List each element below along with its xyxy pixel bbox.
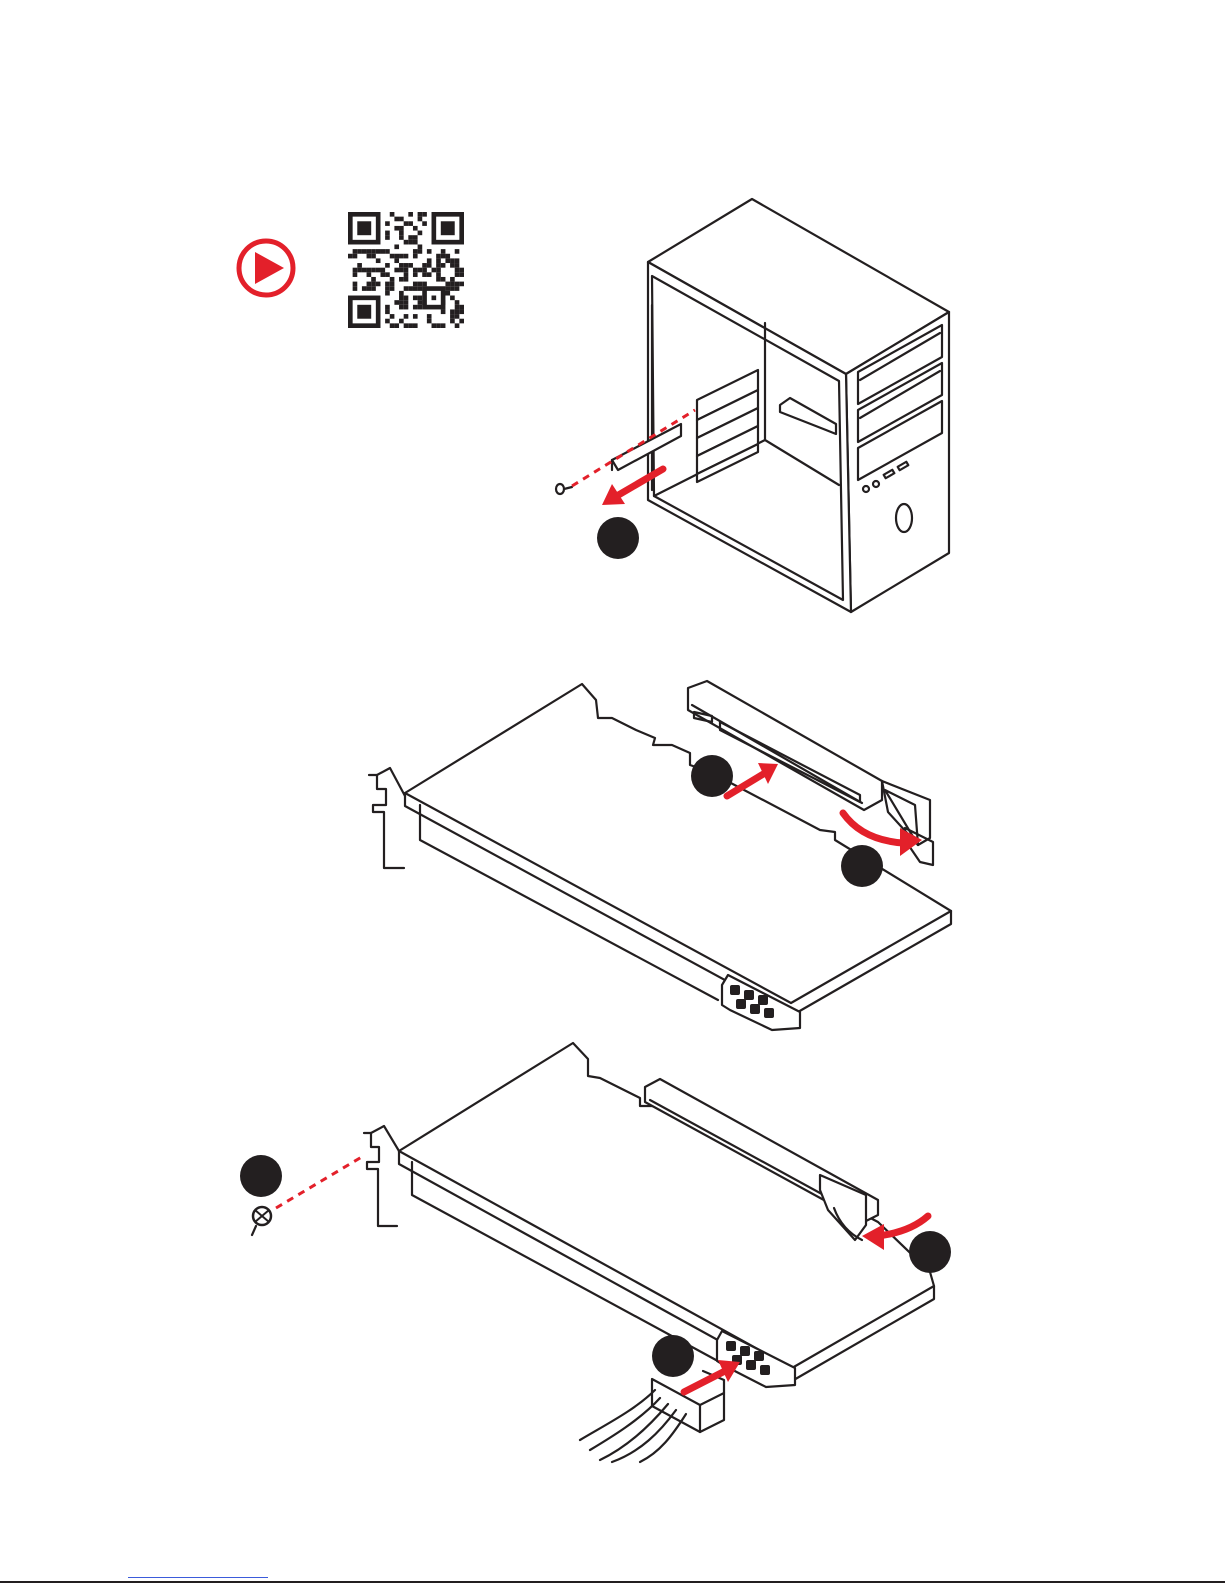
screw-icon	[556, 484, 572, 494]
step-badge-6	[652, 1335, 694, 1377]
qr-code-icon[interactable]	[348, 212, 464, 328]
graphics-card-secure-illustration	[252, 1043, 934, 1462]
footer-link-underline[interactable]	[128, 1577, 268, 1578]
play-icon[interactable]	[239, 241, 293, 295]
step-badge-4	[240, 1155, 282, 1197]
step-badge-5	[909, 1231, 951, 1273]
screw-icon	[252, 1207, 271, 1235]
footer-rule	[0, 1581, 1225, 1583]
step-badge-3	[841, 845, 883, 887]
step-badge-1	[597, 517, 639, 559]
step-badge-2	[691, 755, 733, 797]
